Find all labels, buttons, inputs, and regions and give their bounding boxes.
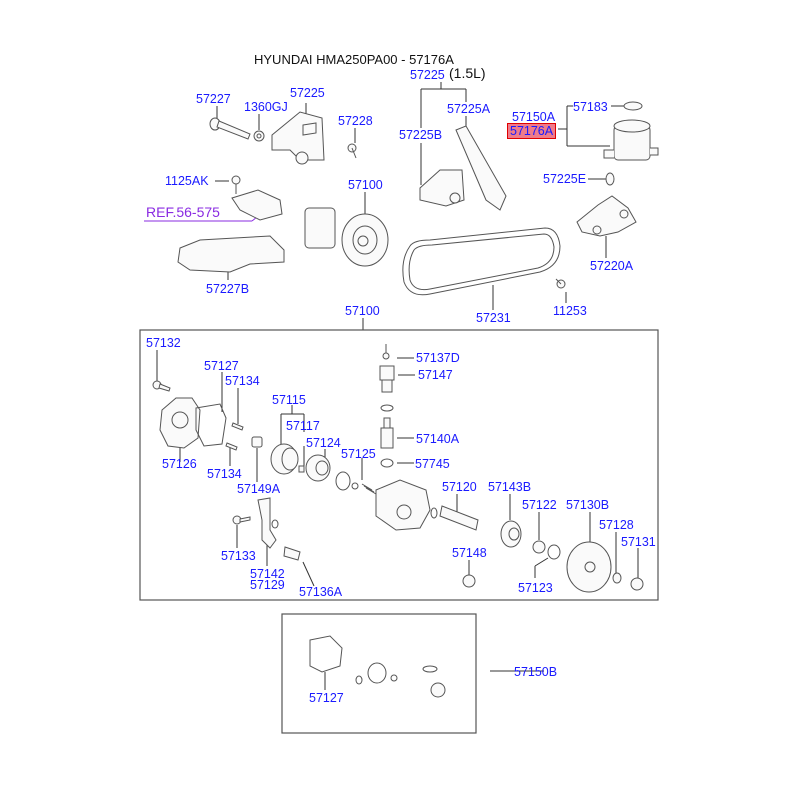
- part-label-57127[interactable]: 57127: [204, 359, 239, 373]
- part-label-57140a[interactable]: 57140A: [416, 432, 460, 446]
- kit-part-label-57127[interactable]: 57127: [309, 691, 344, 705]
- bolt-57227: [209, 117, 251, 140]
- part-label-57132[interactable]: 57132: [146, 336, 181, 350]
- part-label-57228[interactable]: 57228: [338, 114, 373, 128]
- part-label-57225-left[interactable]: 57225: [290, 86, 325, 100]
- reservoir-57176A: [603, 101, 659, 161]
- part-label-57225a[interactable]: 57225A: [447, 102, 491, 116]
- part-label-57220a[interactable]: 57220A: [590, 259, 634, 273]
- diagram-title: HYUNDAI HMA250PA00 - 57176A: [254, 52, 454, 67]
- part-label-57225-top[interactable]: 57225: [410, 68, 445, 82]
- part-label-57227b[interactable]: 57227B: [206, 282, 250, 296]
- engine-note: (1.5L): [449, 65, 486, 81]
- pump-57100: [304, 207, 389, 267]
- part-label-57225e[interactable]: 57225E: [543, 172, 587, 186]
- part-label-57143b[interactable]: 57143B: [488, 480, 532, 494]
- part-label-57150a[interactable]: 57150A: [512, 110, 556, 124]
- part-label-57183[interactable]: 57183: [573, 100, 608, 114]
- part-label-57231[interactable]: 57231: [476, 311, 511, 325]
- part-label-57124[interactable]: 57124: [306, 436, 341, 450]
- part-label-57147[interactable]: 57147: [418, 368, 453, 382]
- part-label-57115[interactable]: 57115: [272, 393, 306, 407]
- part-label-57225b[interactable]: 57225B: [399, 128, 443, 142]
- belt-57231: [402, 227, 561, 296]
- part-label-57100-pump[interactable]: 57100: [348, 178, 383, 192]
- pump-assembly-leaders: [156, 350, 639, 587]
- pump-assembly-header-57100[interactable]: 57100: [345, 304, 380, 318]
- part-label-57126[interactable]: 57126: [162, 457, 197, 471]
- part-label-57148[interactable]: 57148: [452, 546, 487, 560]
- part-label-1360gj[interactable]: 1360GJ: [244, 100, 288, 114]
- part-label-57117[interactable]: 57117: [286, 419, 320, 433]
- part-label-57134-top[interactable]: 57134: [225, 374, 260, 388]
- part-label-57129[interactable]: 57129: [250, 578, 285, 592]
- part-label-57149a[interactable]: 57149A: [237, 482, 281, 496]
- part-label-57745[interactable]: 57745: [415, 457, 450, 471]
- part-label-57125[interactable]: 57125: [341, 447, 376, 461]
- part-label-57131[interactable]: 57131: [621, 535, 656, 549]
- part-label-57176a-highlighted[interactable]: 57176A: [507, 123, 557, 139]
- part-label-57150b[interactable]: 57150B: [514, 665, 558, 679]
- gasket-kit-box: [281, 613, 477, 734]
- part-label-57130b[interactable]: 57130B: [566, 498, 610, 512]
- part-label-57122[interactable]: 57122: [522, 498, 557, 512]
- part-label-57136a[interactable]: 57136A: [299, 585, 343, 599]
- part-label-57142[interactable]: 57142: [250, 567, 285, 581]
- pump-assembly-box: [139, 329, 659, 601]
- part-label-57133[interactable]: 57133: [221, 549, 256, 563]
- upper-parts: [177, 101, 659, 296]
- part-label-57227[interactable]: 57227: [196, 92, 231, 106]
- part-label-57128[interactable]: 57128: [599, 518, 634, 532]
- reference-link-56-575[interactable]: REF.56-575: [146, 204, 220, 220]
- part-label-57137d[interactable]: 57137D: [416, 351, 460, 365]
- part-label-57120[interactable]: 57120: [442, 480, 477, 494]
- part-label-57123[interactable]: 57123: [518, 581, 553, 595]
- part-label-1125ak[interactable]: 1125AK: [165, 174, 209, 188]
- gasket-kit-parts: [309, 635, 446, 698]
- pump-assembly-parts: [152, 344, 644, 593]
- part-label-11253[interactable]: 11253: [553, 304, 587, 318]
- part-label-57134-bottom[interactable]: 57134: [207, 467, 242, 481]
